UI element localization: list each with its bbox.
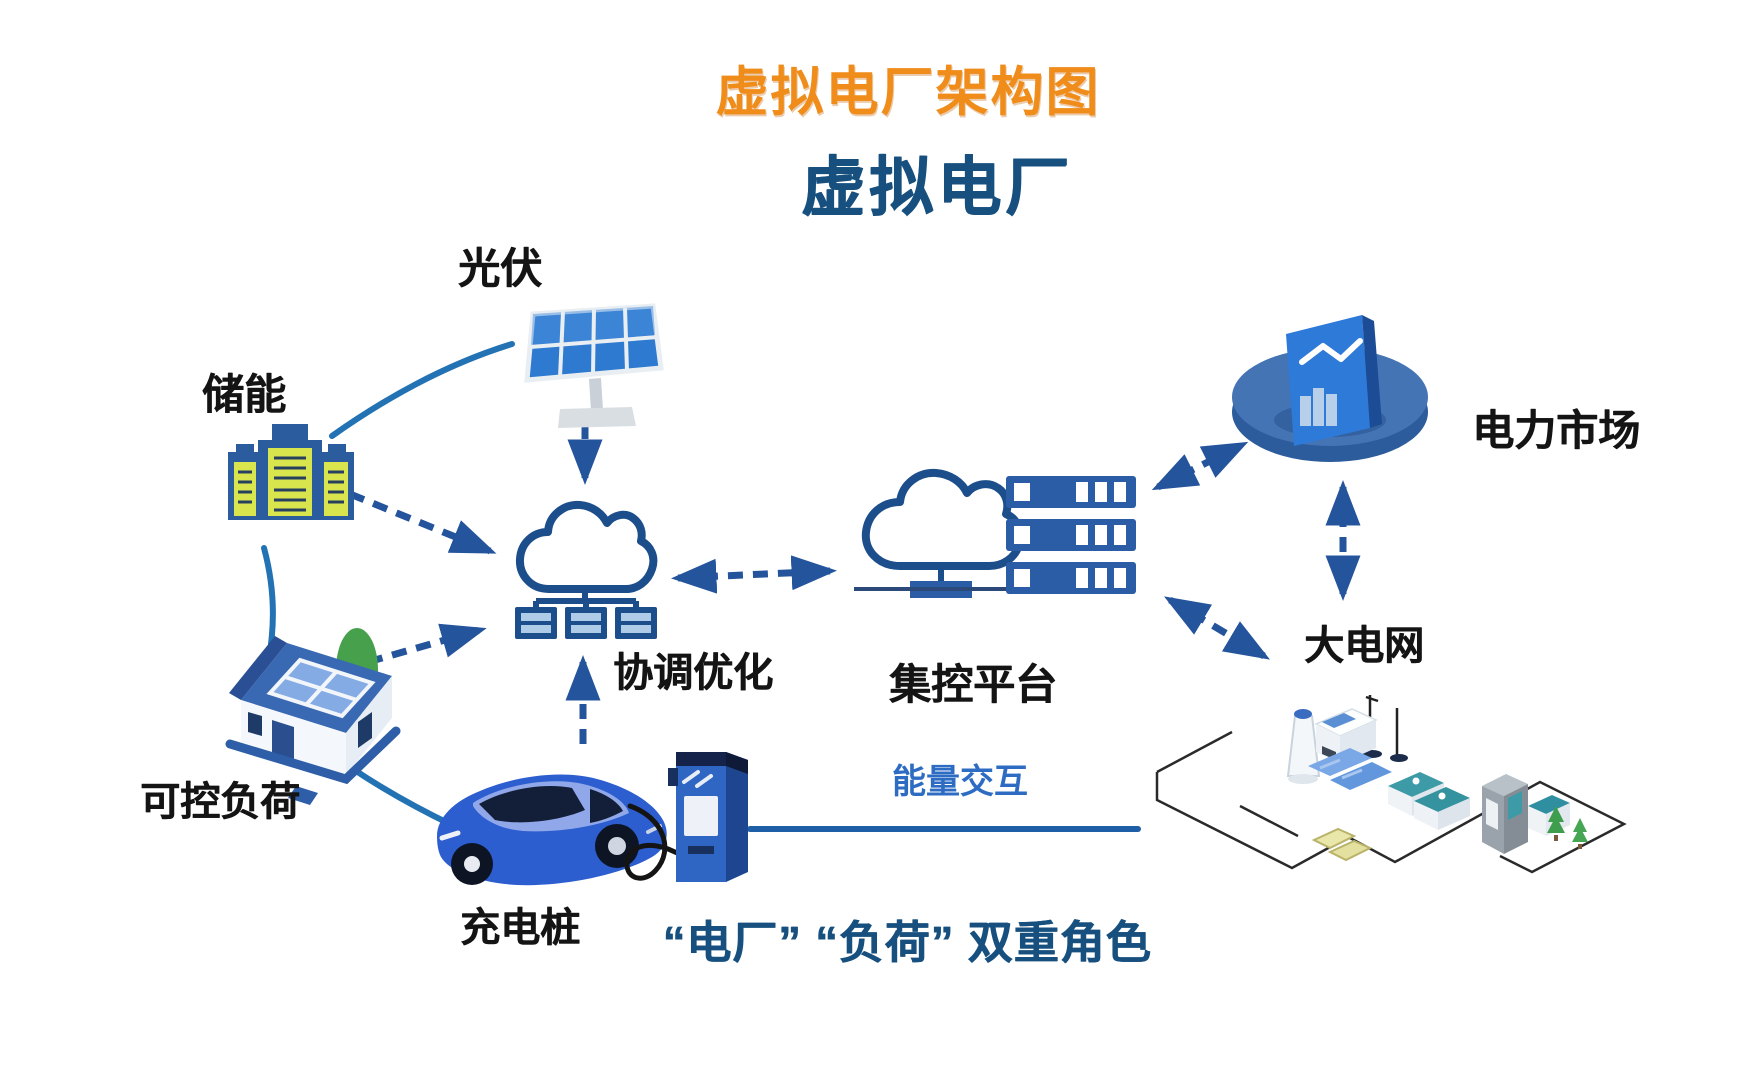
charging-pile-label: 充电桩 bbox=[460, 906, 580, 950]
storage-icon bbox=[228, 424, 354, 520]
arrow-coordination-platform bbox=[671, 555, 837, 594]
coordination-cloud-icon bbox=[515, 500, 658, 639]
pv-icon bbox=[524, 303, 664, 428]
pv-label: 光伏 bbox=[457, 245, 543, 292]
arrow-storage-to-coordination bbox=[348, 490, 497, 555]
control-platform-label: 集控平台 bbox=[888, 661, 1058, 708]
platform-cloud-icon bbox=[854, 468, 1025, 598]
dual-role-slogan: “电厂” “负荷” 双重角色 bbox=[662, 917, 1152, 968]
grid-facility-illustration bbox=[1155, 695, 1627, 874]
arrow-platform-grid bbox=[1163, 596, 1271, 660]
coordination-label: 协调优化 bbox=[613, 651, 773, 695]
market-disc-icon bbox=[1232, 315, 1428, 462]
charging-cable bbox=[624, 803, 687, 881]
energy-interaction-label: 能量交互 bbox=[892, 763, 1028, 801]
arrow-load-to-coordination bbox=[367, 623, 487, 666]
storage-label: 储能 bbox=[201, 371, 287, 418]
resource-connection-arcs bbox=[261, 341, 515, 828]
main-grid-label: 大电网 bbox=[1304, 624, 1424, 668]
power-market-label: 电力市场 bbox=[1471, 407, 1641, 454]
charging-pile-icon bbox=[668, 752, 748, 882]
diagram-title: 虚拟电厂架构图 bbox=[715, 63, 1101, 122]
ev-car-icon bbox=[437, 774, 667, 886]
diagram-subtitle: 虚拟电厂 bbox=[801, 151, 1073, 223]
arrow-platform-market bbox=[1151, 441, 1249, 491]
load-house-icon bbox=[225, 628, 401, 805]
controllable-load-label: 可控负荷 bbox=[140, 780, 300, 824]
platform-servers-icon bbox=[1006, 476, 1136, 594]
